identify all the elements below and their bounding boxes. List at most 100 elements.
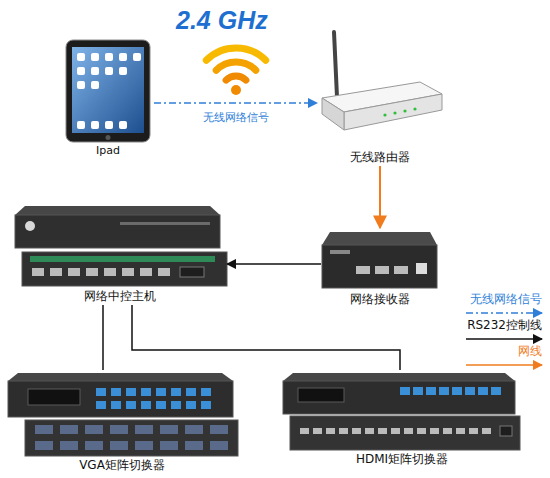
vga-matrix-illustration-part [110,441,128,450]
wifi-symbol-part [206,48,265,60]
router-illustration-part [344,94,442,130]
receiver-illustration-part [356,266,370,274]
hdmi-matrix-illustration-part [413,387,423,395]
receiver-illustration-part [416,263,427,274]
control-host-illustration-part [15,215,220,248]
vga-matrix-illustration-part [35,441,53,450]
vga-matrix-illustration-part [35,425,53,434]
ipad-illustration-part [91,53,99,61]
ipad-illustration-part [72,47,144,133]
router-illustration-part [383,113,386,116]
band-label: 2.4 GHz [176,5,268,35]
hdmi-matrix-illustration-part [300,428,309,434]
hdmi-matrix-illustration-part [443,428,452,434]
vga-matrix-illustration-part [110,425,128,434]
control-host-illustration-part [25,221,35,231]
vga-matrix-illustration-part [210,441,228,450]
ipad-illustration-part [105,67,113,75]
device-label: VGA矩阵切换器 [79,458,165,472]
router-illustration [322,32,442,130]
wifi-symbol-part [231,85,241,95]
connector [227,263,321,265]
device-node: 无线路由器 [317,28,443,166]
control-host-illustration-part [140,268,152,276]
edge-label: 无线网络信号 [201,111,271,125]
device-label: 网络中控主机 [84,289,156,303]
vga-matrix-illustration-part [96,401,106,409]
legend-text: RS232控制线 [467,318,542,332]
router-illustration-part [393,111,396,114]
control-host-illustration-part [120,222,210,225]
receiver-illustration-part [330,250,350,254]
receiver-illustration-part [375,266,389,274]
hdmi-matrix-illustration-part [378,428,387,434]
vga-matrix-illustration-part [141,401,151,409]
vga-matrix-illustration-part [135,441,153,450]
control-host-illustration-part [30,256,215,262]
vga-matrix-illustration-part [85,441,103,450]
ipad-illustration-part [66,40,150,142]
router-illustration-part [403,109,406,112]
ipad-illustration-part [91,121,99,129]
ipad-illustration-part [91,81,99,89]
device-node: 网络中控主机 [13,203,227,305]
control-host-illustration-part [158,268,170,276]
hdmi-matrix-illustration-part [452,387,462,395]
ipad-illustration-part [133,53,141,61]
vga-matrix-illustration-part [126,388,136,396]
vga-matrix-illustration-part [171,401,181,409]
device-label: 网络接收器 [350,292,410,306]
hdmi-matrix-illustration-part [326,428,335,434]
hdmi-matrix-illustration-part [339,428,348,434]
vga-matrix-illustration-part [185,425,203,434]
hdmi-matrix-illustration-part [465,387,475,395]
hdmi-matrix-illustration-part [283,381,515,414]
hdmi-matrix-illustration-part [298,388,344,402]
hdmi-matrix-illustration-part [290,416,520,450]
router-illustration-part [334,32,337,97]
legend-text: 网线 [518,344,542,358]
hdmi-matrix-illustration-part [404,428,413,434]
ipad-illustration-part [105,53,113,61]
connector [132,305,400,370]
vga-matrix-illustration-part [171,388,181,396]
hdmi-matrix-illustration-part [500,426,512,436]
hdmi-matrix-illustration-part [417,428,426,434]
hdmi-matrix-illustration-part [456,428,465,434]
wifi-symbol-part [226,76,246,80]
legend-sample [466,364,542,366]
device-node: VGA矩阵切换器 [4,370,240,474]
connector [379,166,381,228]
vga-matrix-illustration-part [111,401,121,409]
vga-matrix-illustration-part [210,425,228,434]
hdmi-matrix-illustration-part [352,428,361,434]
hdmi-matrix-illustration-part [482,428,491,434]
vga-matrix-illustration-part [8,373,233,381]
ipad-illustration-part [119,67,127,75]
receiver-illustration-part [322,232,437,245]
hdmi-matrix-illustration-part [400,387,410,395]
router-illustration-part [322,98,344,130]
hdmi-matrix-illustration-part [478,387,488,395]
vga-matrix-illustration-part [126,401,136,409]
device-node: HDMI矩阵切换器 [282,370,522,468]
hdmi-matrix-illustration-part [313,428,322,434]
legend-text: 无线网络信号 [470,292,542,306]
control-host-illustration-part [50,268,62,276]
receiver-illustration-part [322,245,437,288]
control-host-illustration-part [180,267,204,277]
ipad-illustration-part [77,53,85,61]
control-host-illustration-part [22,252,227,286]
vga-matrix-illustration-part [156,388,166,396]
vga-matrix-illustration-part [60,425,78,434]
ipad-illustration [66,40,150,142]
vga-matrix-illustration-part [185,441,203,450]
wifi-symbol-part [216,62,256,70]
vga-matrix-illustration-part [156,401,166,409]
connector [154,102,317,104]
vga-matrix-illustration-part [186,401,196,409]
control-host-illustration-part [15,206,220,215]
device-label: 无线路由器 [350,150,410,164]
